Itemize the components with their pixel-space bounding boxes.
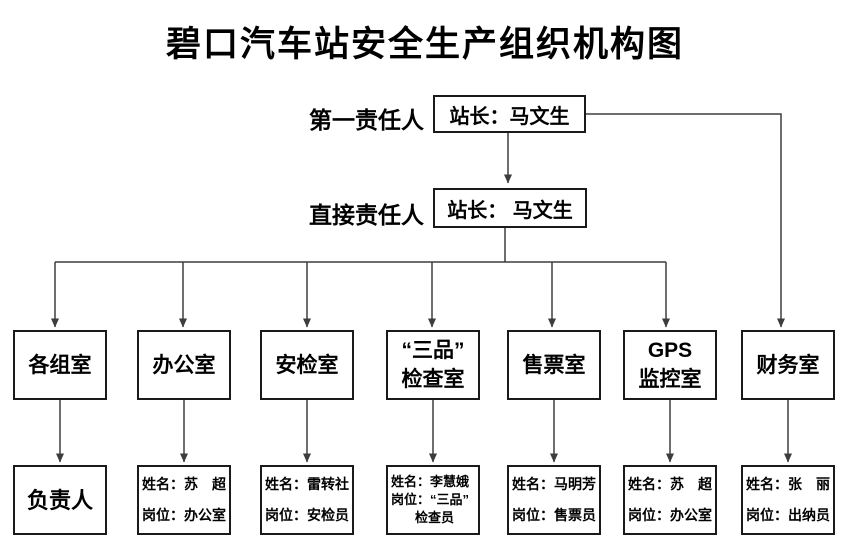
level1-box: 站长：马文生 <box>433 95 586 133</box>
level2-box-text: 站长： 马文生 <box>447 199 573 222</box>
staff-post: 岗位：安检员 <box>265 507 349 523</box>
dept-name-line2: 监控室 <box>638 368 702 391</box>
chart-title: 碧口汽车站安全生产组织机构图 <box>165 25 684 64</box>
dept-name: 各组室 <box>28 353 92 377</box>
staff-post: 岗位：售票员 <box>512 507 596 523</box>
level2-label: 直接责任人 <box>309 202 424 228</box>
staff-box-finance: 姓名：张 丽 岗位：出纳员 <box>741 465 835 535</box>
staff-name: 姓名：马明芳 <box>512 476 596 492</box>
staff-post-line1: 岗位：“三品” <box>391 492 470 507</box>
staff-box-ticketing: 姓名：马明芳 岗位：售票员 <box>507 465 601 535</box>
dept-name: 售票室 <box>522 353 586 377</box>
staff-name: 姓名：雷转社 <box>265 476 349 492</box>
staff-line: 负责人 <box>26 487 93 513</box>
dept-name-line1: “三品” <box>401 339 465 362</box>
dept-name: 财务室 <box>756 353 820 377</box>
level1-label: 第一责任人 <box>309 107 424 133</box>
staff-name: 姓名：李慧娥 <box>391 474 470 489</box>
staff-box-person-in-charge: 负责人 <box>13 465 107 535</box>
staff-box-office: 姓名：苏 超 岗位：办公室 <box>137 465 231 535</box>
staff-box-gps-monitoring: 姓名：苏 超 岗位：办公室 <box>623 465 717 535</box>
staff-name: 姓名：张 丽 <box>746 476 830 492</box>
dept-box-finance: 财务室 <box>741 330 835 400</box>
staff-name: 姓名：苏 超 <box>628 476 712 492</box>
staff-box-three-items-inspection: 姓名：李慧娥 岗位：“三品” 检查员 <box>386 465 480 535</box>
staff-post: 岗位：出纳员 <box>746 507 830 523</box>
level1-box-text: 站长：马文生 <box>449 105 570 128</box>
staff-box-security-check: 姓名：雷转社 岗位：安检员 <box>260 465 354 535</box>
staff-post: 岗位：办公室 <box>628 507 712 523</box>
staff-name: 姓名：苏 超 <box>142 476 226 492</box>
dept-box-three-items-inspection: “三品” 检查室 <box>386 330 480 400</box>
dept-box-office: 办公室 <box>137 330 231 400</box>
dept-name: 办公室 <box>152 353 216 377</box>
dept-box-security-check: 安检室 <box>260 330 354 400</box>
staff-post: 岗位：办公室 <box>142 507 226 523</box>
staff-post-line2: 检查员 <box>414 510 454 525</box>
dept-box-groups: 各组室 <box>13 330 107 400</box>
dept-name: 安检室 <box>275 353 339 377</box>
dept-box-ticketing: 售票室 <box>507 330 601 400</box>
dept-box-gps-monitoring: GPS 监控室 <box>623 330 717 400</box>
dept-name-line1: GPS <box>647 339 693 362</box>
dept-name-line2: 检查室 <box>401 368 465 391</box>
level2-box: 站长： 马文生 <box>433 188 587 228</box>
